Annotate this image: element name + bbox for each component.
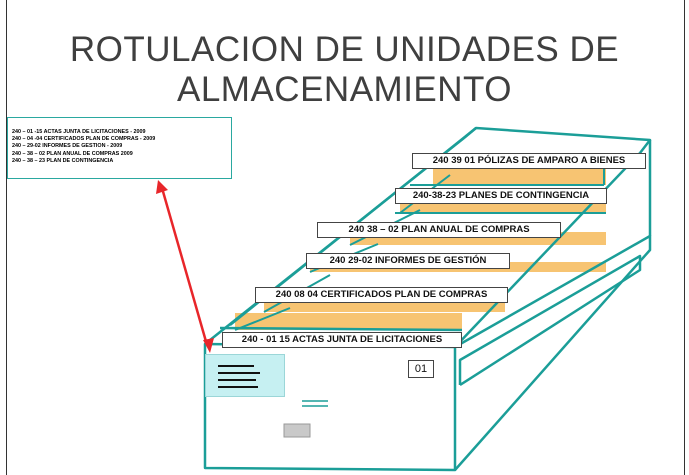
- folder-label-3: 240 38 – 02 PLAN ANUAL DE COMPRAS: [317, 222, 561, 238]
- box-front-label: [205, 354, 285, 397]
- legend-box: 240 – 01 -15 ACTAS JUNTA DE LICITACIONES…: [7, 117, 232, 179]
- folder-label-1: 240 39 01 PÓLIZAS DE AMPARO A BIENES: [412, 153, 646, 169]
- front-label-line: [218, 372, 260, 374]
- legend-line: 240 – 38 – 02 PLAN ANUAL DE COMPRAS 2009: [12, 150, 133, 157]
- front-label-line: [218, 365, 254, 367]
- folder-1: [433, 168, 606, 185]
- legend-line: 240 – 04 -04 CERTIFICADOS PLAN DE COMPRA…: [12, 136, 156, 143]
- legend-line: 240 – 29-02 INFORMES DE GESTION - 2009: [12, 143, 123, 150]
- legend-line: 240 – 38 – 23 PLAN DE CONTINGENCIA: [12, 157, 114, 164]
- folder-6: [235, 313, 462, 330]
- frame-left-border: [6, 0, 7, 475]
- folder-dividers: [234, 153, 606, 331]
- front-details: [283, 400, 328, 438]
- pointer-arrow: [156, 180, 214, 353]
- front-label-line: [218, 386, 258, 388]
- front-label-line: [218, 379, 256, 381]
- legend-line: 240 – 01 -15 ACTAS JUNTA DE LICITACIONES…: [12, 129, 146, 135]
- box-number: 01: [408, 360, 434, 378]
- folder-label-4: 240 29-02 INFORMES DE GESTIÓN: [306, 253, 510, 269]
- slide-title: ROTULACION DE UNIDADES DE ALMACENAMIENTO: [0, 30, 689, 110]
- folder-label-2: 240-38-23 PLANES DE CONTINGENCIA: [395, 188, 607, 204]
- folder-label-5: 240 08 04 CERTIFICADOS PLAN DE COMPRAS: [255, 287, 508, 303]
- title-line-1: ROTULACION DE UNIDADES DE: [69, 30, 620, 69]
- folder-label-6: 240 - 01 15 ACTAS JUNTA DE LICITACIONES: [222, 332, 462, 348]
- title-line-2: ALMACENAMIENTO: [176, 70, 513, 109]
- frame-right-border: [684, 0, 685, 475]
